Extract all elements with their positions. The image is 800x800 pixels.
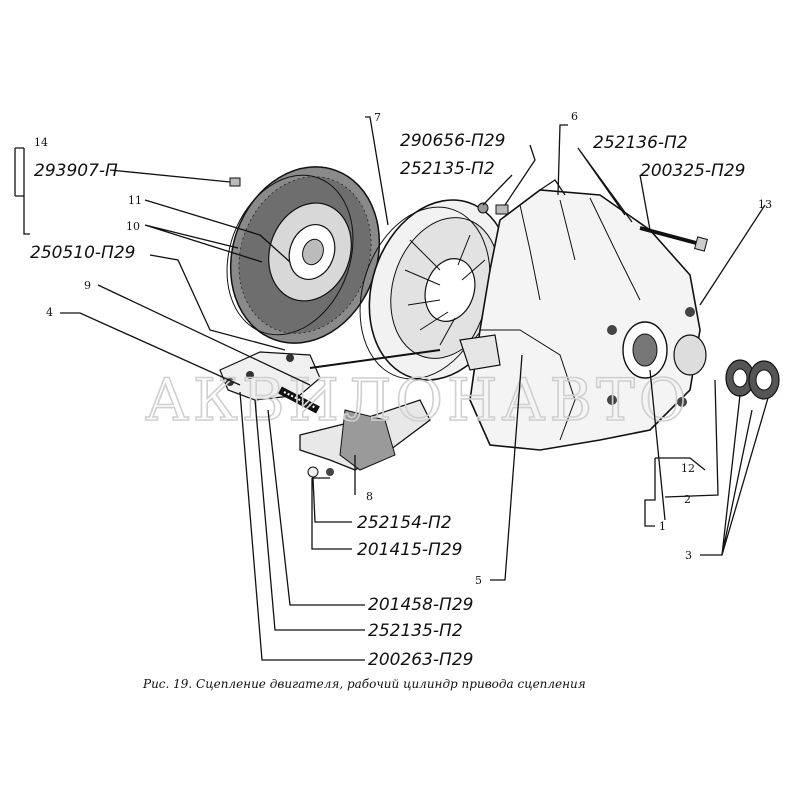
slave-cylinder xyxy=(219,351,321,414)
callout-3: 3 xyxy=(685,549,692,562)
part-number-200325: 200325-П29 xyxy=(640,161,745,181)
part-number-252135-bottom: 252135-П2 xyxy=(368,621,463,641)
callout-6: 6 xyxy=(571,110,578,123)
seal-rings xyxy=(725,359,780,400)
part-number-252154: 252154-П2 xyxy=(357,513,452,533)
part-number-293907: 293907-П xyxy=(34,161,118,181)
callout-2: 2 xyxy=(684,493,691,506)
release-fork xyxy=(299,399,431,478)
callout-14: 14 xyxy=(34,136,48,149)
part-number-201415: 201415-П29 xyxy=(357,540,462,560)
callout-13: 13 xyxy=(758,198,772,211)
leader-lines xyxy=(14,116,769,661)
figure-caption: Рис. 19. Сцепление двигателя, рабочий ци… xyxy=(142,677,586,691)
callout-10: 10 xyxy=(126,220,140,233)
callout-1: 1 xyxy=(659,520,666,533)
callout-5: 5 xyxy=(475,574,482,587)
part-number-250510: 250510-П29 xyxy=(30,243,135,263)
callout-4: 4 xyxy=(46,306,53,319)
callout-11: 11 xyxy=(128,194,142,207)
part-number-252136: 252136-П2 xyxy=(593,133,688,153)
callout-12: 12 xyxy=(681,462,695,475)
bolt-200325 xyxy=(639,226,708,252)
watermark-text: АКВИЛОНАВТО xyxy=(145,366,690,434)
nut-293907 xyxy=(229,177,241,187)
part-number-252135-top: 252135-П2 xyxy=(400,159,495,179)
callout-7: 7 xyxy=(374,111,381,124)
nut-290656 xyxy=(477,202,509,215)
pressure-plate xyxy=(359,199,512,381)
callout-8: 8 xyxy=(366,490,373,503)
part-number-200263: 200263-П29 xyxy=(368,650,473,670)
callout-9: 9 xyxy=(84,279,91,292)
part-number-201458: 201458-П29 xyxy=(368,595,473,615)
assembly-axis-line xyxy=(309,349,441,369)
bell-housing xyxy=(459,179,707,451)
part-number-290656: 290656-П29 xyxy=(400,131,505,151)
